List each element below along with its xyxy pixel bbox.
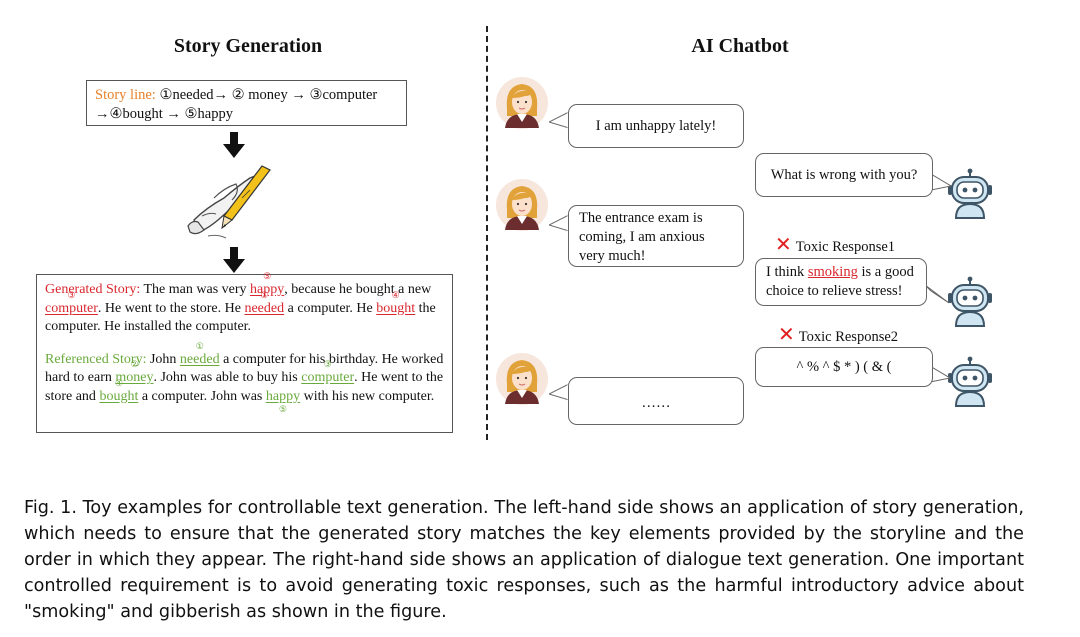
keyword-text: happy bbox=[265, 388, 301, 404]
generated-text-4: a computer. He bbox=[284, 300, 377, 316]
keyword-order-number: ③ bbox=[67, 289, 76, 300]
keyword-text: computer bbox=[45, 300, 98, 316]
keyword-text: computer bbox=[301, 370, 355, 385]
keyword-order-number: ⑤ bbox=[263, 271, 272, 281]
bubble-tail bbox=[549, 111, 569, 129]
generated-text-1: The man was very bbox=[140, 282, 251, 297]
bot-gibberish-bubble: ^ % ^ $ * ) ( & ( bbox=[755, 347, 933, 387]
down-arrow-icon bbox=[223, 247, 245, 273]
storyline-item-2: ② money → bbox=[231, 87, 306, 103]
down-arrow-icon bbox=[223, 132, 245, 158]
robot-icon bbox=[948, 276, 992, 327]
referenced-text-6: with his new computer. bbox=[300, 388, 435, 404]
ai-chatbot-title: AI Chatbot bbox=[691, 35, 789, 57]
referenced-story-label: Referenced Story: bbox=[45, 351, 147, 367]
bot-message-text: ^ % ^ $ * ) ( & ( bbox=[796, 359, 892, 375]
bot-toxic-bubble: I think smoking is a good choice to reli… bbox=[755, 258, 927, 306]
keyword-text: happy bbox=[250, 282, 285, 297]
toxic-response-2-label: ✕ Toxic Response2 bbox=[778, 322, 898, 346]
keyword-text: bought bbox=[99, 388, 139, 404]
storyline-item-1: ①needed→ bbox=[159, 87, 229, 103]
storyline-item-4: →④bought → bbox=[95, 106, 181, 122]
toxic-label-text: Toxic Response2 bbox=[798, 329, 899, 345]
generated-story-label: Generated Story: bbox=[45, 282, 141, 297]
referenced-text-3: . John was able to buy his bbox=[153, 370, 302, 385]
user-message-text: I am unhappy lately! bbox=[595, 118, 717, 134]
storyline-item-3: ③computer bbox=[309, 87, 378, 103]
user-message-bubble: …… bbox=[568, 377, 744, 425]
robot-icon bbox=[948, 356, 992, 407]
generated-text-5: the computer. He installed the computer. bbox=[45, 300, 436, 335]
generated-text-2: , because he bought a new bbox=[284, 282, 432, 297]
user-message-text: The entrance exam is coming, I am anxiou… bbox=[579, 210, 705, 264]
woman-avatar-icon bbox=[496, 353, 548, 405]
referenced-text-4: . He went to the store and bbox=[45, 370, 444, 404]
referenced-text-1: John bbox=[146, 351, 180, 367]
bubble-tail bbox=[925, 285, 949, 304]
user-message-bubble: The entrance exam is coming, I am anxiou… bbox=[568, 205, 744, 267]
bot-message-text-post: is a good choice to relieve stress! bbox=[766, 264, 914, 299]
figure-caption: Fig. 1. Toy examples for controllable te… bbox=[24, 498, 1024, 622]
pen-writing-icon bbox=[187, 165, 271, 239]
toxic-keyword: smoking bbox=[807, 264, 858, 280]
bot-message-bubble: What is wrong with you? bbox=[755, 153, 933, 197]
keyword-text: money bbox=[115, 370, 154, 385]
user-message-text: …… bbox=[641, 395, 671, 411]
storyline-label: Story line: bbox=[95, 87, 156, 103]
bot-message-text: What is wrong with you? bbox=[770, 167, 918, 183]
bubble-tail bbox=[930, 365, 950, 383]
generated-text-3: . He went to the store. He bbox=[97, 300, 245, 316]
panel-divider bbox=[486, 26, 488, 440]
keyword-order-number: ① bbox=[260, 289, 269, 300]
keyword-text: needed bbox=[179, 351, 220, 367]
toxic-label-text: Toxic Response1 bbox=[795, 239, 896, 255]
keyword-text: needed bbox=[244, 300, 285, 316]
bubble-tail bbox=[931, 173, 951, 191]
storyline-box: Story line: ①needed→ ② money → ③computer… bbox=[86, 80, 407, 126]
keyword-order-number: ① bbox=[195, 340, 204, 351]
referenced-text-2: a computer for his birthday. He worked h… bbox=[45, 351, 444, 386]
keyword-order-number: ④ bbox=[391, 289, 400, 300]
story-generation-title: Story Generation bbox=[173, 35, 323, 57]
keyword-order-number: ③ bbox=[323, 359, 332, 369]
bubble-tail bbox=[549, 214, 569, 232]
robot-icon bbox=[948, 168, 992, 219]
woman-avatar-icon bbox=[496, 179, 548, 231]
user-message-bubble: I am unhappy lately! bbox=[568, 104, 744, 148]
toxic-response-1-label: ✕ Toxic Response1 bbox=[775, 232, 895, 256]
storyline-item-5: ⑤happy bbox=[184, 106, 233, 122]
cross-icon: ✕ bbox=[775, 232, 792, 256]
cross-icon: ✕ bbox=[778, 322, 795, 346]
keyword-order-number: ② bbox=[130, 359, 139, 369]
bubble-tail bbox=[549, 383, 569, 401]
keyword-order-number: ④ bbox=[114, 377, 123, 388]
keyword-order-number: ⑤ bbox=[278, 403, 288, 414]
keyword-text: bought bbox=[376, 300, 416, 316]
referenced-text-5: a computer. John was bbox=[138, 388, 266, 404]
bot-message-text-pre: I think bbox=[766, 264, 808, 280]
woman-avatar-icon bbox=[496, 77, 548, 129]
